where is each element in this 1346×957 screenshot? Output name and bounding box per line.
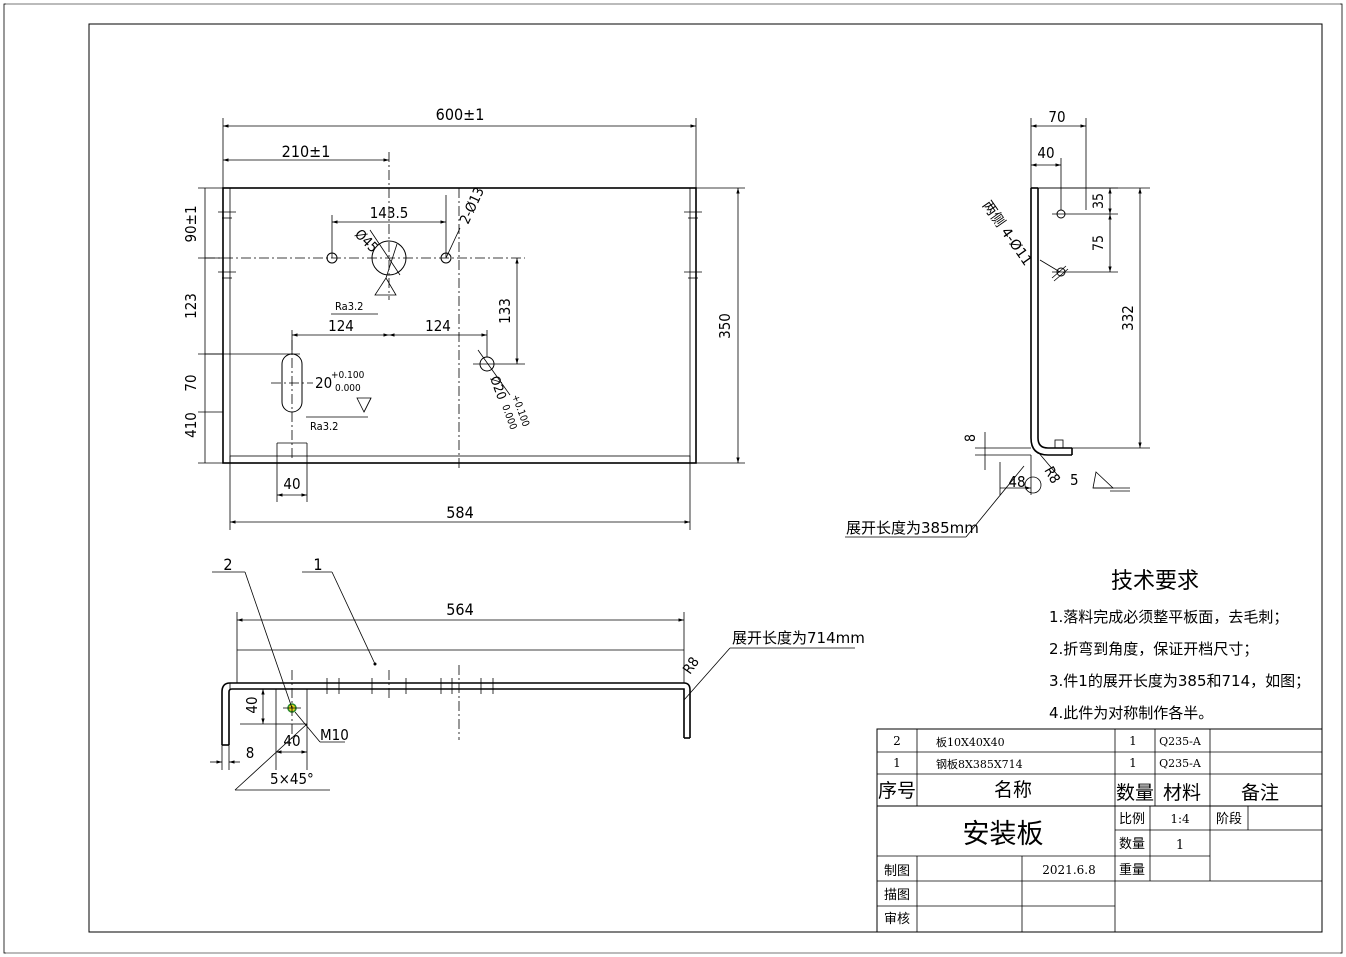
tech-item-2: 2.折弯到角度，保证开档尺寸； [1049, 640, 1258, 658]
hdr-name: 名称 [994, 779, 1032, 801]
check-label: 审核 [884, 912, 910, 927]
side-dim-40: 40 [1037, 144, 1054, 162]
stage-label: 阶段 [1216, 812, 1242, 827]
dim-70: 70 [182, 374, 200, 391]
side-dim-r8: R8 [1041, 464, 1063, 487]
side-dim-8: 8 [963, 434, 979, 442]
bot-dim-8: 8 [246, 744, 255, 762]
dim-410: 410 [182, 412, 200, 438]
bot-dim-40v: 40 [243, 696, 261, 713]
outer-border [3, 3, 1343, 954]
side-dim-35: 35 [1091, 193, 1107, 209]
side-view: 70 40 两侧 4-Ø11 35 75 332 8 48 R8 5 展开长度为… [845, 108, 1150, 538]
hdr-no: 序号 [878, 780, 916, 802]
dim-slot-up: +0.100 [331, 370, 365, 381]
dim-90: 90±1 [182, 205, 200, 242]
ra-2: Ra3.2 [310, 420, 338, 433]
dim-600: 600±1 [436, 105, 485, 124]
hdr-remark: 备注 [1241, 782, 1279, 804]
bot-dim-40h: 40 [283, 732, 300, 750]
dim-210: 210±1 [282, 142, 331, 161]
front-view: 600±1 210±1 143.5 2-Ø13 Ø45 Ra3.2 90±1 1… [182, 105, 745, 530]
bom-row-2-name: 板10X40X40 [936, 735, 1005, 749]
title-block: 2 板10X40X40 1 Q235-A 1 钢板8X385X714 1 Q23… [876, 728, 1323, 933]
dim-40: 40 [283, 475, 300, 493]
bom-row-2-no: 2 [893, 734, 901, 748]
bom-row-2-qty: 1 [1129, 734, 1137, 748]
bot-m10: M10 [320, 726, 349, 744]
hdr-qty: 数量 [1116, 782, 1154, 804]
side-dim-5: 5 [1070, 471, 1079, 489]
bottom-lip [229, 455, 691, 464]
dim-45: Ø45 [351, 227, 381, 257]
dim-small-hole: Ø20 [486, 374, 508, 402]
draw-date: 2021.6.8 [1042, 863, 1095, 877]
side-holes-label: 两侧 4-Ø11 [979, 198, 1035, 269]
hdr-material: 材料 [1163, 782, 1201, 804]
bom-row-1-name: 钢板8X385X714 [936, 757, 1023, 771]
bom-row-1-no: 1 [893, 756, 901, 770]
tech-title: 技术要求 [1111, 569, 1199, 594]
big-hole [371, 240, 407, 276]
bom-row-2-mat: Q235-A [1159, 735, 1202, 748]
scale-value: 1:4 [1170, 812, 1190, 826]
dim-123: 123 [182, 293, 200, 319]
dim-143: 143.5 [370, 204, 409, 222]
side-dim-70: 70 [1048, 108, 1065, 126]
side-unfold-note: 展开长度为385mm [846, 519, 979, 537]
qty-label: 数量 [1119, 837, 1145, 852]
side-dim-332: 332 [1119, 305, 1137, 331]
bot-dim-564: 564 [446, 600, 473, 619]
ra-1: Ra3.2 [335, 300, 363, 313]
tech-item-4: 4.此件为对称制作各半。 [1049, 704, 1213, 722]
part-label-2: 2 [223, 555, 232, 574]
dim-124b: 124 [425, 317, 451, 335]
bottom-view: 564 展开长度为714mm R8 40 M10 8 40 5×45° 2 1 [210, 555, 865, 791]
dim-slot-dn: 0.000 [335, 383, 361, 394]
trace-label: 描图 [884, 888, 910, 903]
tech-item-3: 3.件1的展开长度为385和714，如图； [1049, 672, 1310, 690]
dim-133: 133 [496, 298, 514, 324]
bom-row-1-mat: Q235-A [1159, 757, 1202, 770]
side-dim-75: 75 [1091, 235, 1107, 251]
dim-124a: 124 [328, 317, 354, 335]
dim-350: 350 [716, 313, 734, 339]
side-dim-48: 48 [1008, 473, 1025, 491]
draw-label: 制图 [884, 864, 910, 879]
dim-584: 584 [446, 503, 473, 522]
weight-label: 重量 [1119, 862, 1145, 878]
dim-slot: 20 [315, 374, 332, 392]
dim-2-13: 2-Ø13 [457, 185, 488, 227]
tech-requirements: 技术要求 1.落料完成必须整平板面，去毛刺； 2.折弯到角度，保证开档尺寸； 3… [1049, 569, 1310, 722]
bot-chamfer: 5×45° [270, 770, 314, 788]
qty-value: 1 [1176, 838, 1184, 853]
bom-row-1-qty: 1 [1129, 756, 1137, 770]
bot-r8: R8 [680, 654, 703, 677]
part-name: 安装板 [963, 819, 1044, 850]
bot-unfold-note: 展开长度为714mm [732, 629, 865, 647]
part-label-1: 1 [313, 555, 322, 574]
inner-frame [88, 23, 1323, 933]
tech-item-1: 1.落料完成必须整平板面，去毛刺； [1049, 608, 1288, 626]
scale-label: 比例 [1119, 812, 1145, 827]
